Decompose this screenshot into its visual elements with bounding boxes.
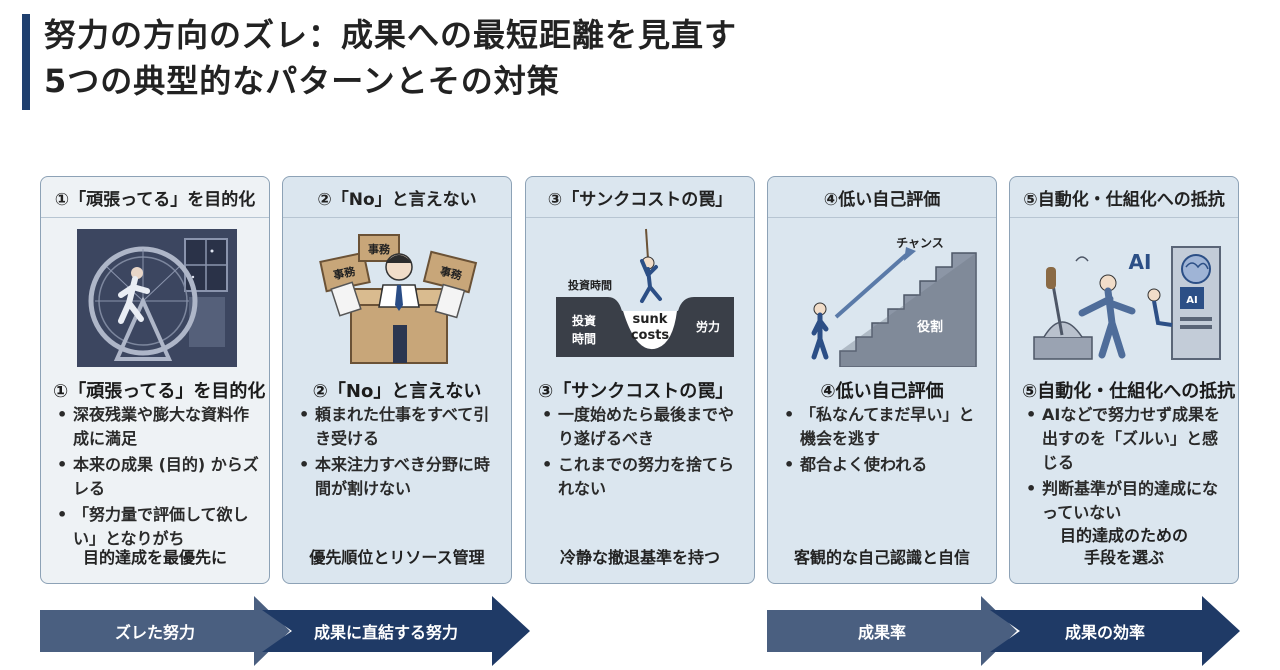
box-label: 事務 bbox=[368, 242, 391, 256]
card-bullets: AIなどで努力せず成果を出すのを「ズルい」と感じる 判断基準が目的達成になってい… bbox=[1024, 403, 1232, 527]
card-bullets: 深夜残業や膨大な資料作成に満足 本来の成果 (目的) からズレる 「努力量で評価… bbox=[55, 403, 263, 553]
card-header: ④低い自己評価 bbox=[768, 177, 996, 218]
pattern-card-2: ②「No」と言えない 事務 事務 事務 ②「No」と言えない 頼まれた仕事をすべ… bbox=[282, 176, 512, 584]
arrow-label: 成果に直結する努力 bbox=[313, 623, 458, 642]
ai-label: AI bbox=[1186, 295, 1197, 306]
pattern-card-4: ④低い自己評価 チャンス 役割 ④低い自己評価 「私なんてまだ早い」と機会を逃す… bbox=[767, 176, 997, 584]
pit-label: 労力 bbox=[696, 319, 720, 334]
pattern-card-3: ③「サンクコストの罠」 投資時間 投資 時間 sunk costs 労力 ③「サ… bbox=[525, 176, 755, 584]
pit-label: 時間 bbox=[572, 331, 596, 346]
card-subtitle: ⑤自動化・仕組化への抵抗 bbox=[1022, 381, 1236, 402]
pit-label: 投資 bbox=[572, 313, 596, 328]
card-subtitle: ①「頑張ってる」を目的化 bbox=[53, 381, 266, 402]
solution-line-1: 目的達成のための bbox=[1059, 526, 1188, 545]
solution-line-2: 手段を選ぶ bbox=[1083, 548, 1164, 567]
overloaded-worker-illustration: 事務 事務 事務 bbox=[295, 227, 499, 367]
bullet-item: 一度始めたら最後までやり遂げるべき bbox=[540, 403, 748, 451]
bullet-item: 頼まれた仕事をすべて引き受ける bbox=[297, 403, 505, 451]
card-subtitle: ②「No」と言えない bbox=[312, 381, 482, 402]
arrow-efficiency: 成果の効率 bbox=[990, 596, 1240, 666]
bullet-item: 深夜残業や膨大な資料作成に満足 bbox=[55, 403, 263, 451]
title-line-2: 5つの典型的なパターンとその対策 bbox=[44, 62, 560, 100]
card-header: ③「サンクコストの罠」 bbox=[526, 177, 754, 218]
bullet-item: 「私なんてまだ早い」と機会を逃す bbox=[782, 403, 990, 451]
pit-label: 投資時間 bbox=[568, 278, 612, 292]
card-bullets: 一度始めたら最後までやり遂げるべき これまでの努力を捨てられない bbox=[540, 403, 748, 503]
card-bullets: 「私なんてまだ早い」と機会を逃す 都合よく使われる bbox=[782, 403, 990, 479]
box-label: 事務 bbox=[439, 264, 465, 283]
card-solution: 目的達成のための 手段を選ぶ bbox=[1016, 525, 1232, 569]
arrow-success-rate: 成果率 bbox=[767, 596, 1017, 666]
bullet-item: これまでの努力を捨てられない bbox=[540, 453, 748, 501]
box-label: 事務 bbox=[332, 264, 357, 282]
arrow-result-effort: 成果に直結する努力 bbox=[262, 596, 530, 666]
title-accent-bar bbox=[22, 14, 30, 110]
pit-label: sunk bbox=[633, 312, 668, 327]
sunk-cost-pit-illustration: 投資時間 投資 時間 sunk costs 労力 bbox=[538, 227, 742, 367]
card-bullets: 頼まれた仕事をすべて引き受ける 本来注力すべき分野に時間が割けない bbox=[297, 403, 505, 503]
card-subtitle: ④低い自己評価 bbox=[820, 381, 944, 402]
staircase-illustration: チャンス 役割 bbox=[780, 227, 984, 368]
pattern-card-1: ①「頑張ってる」を目的化 ①「頑張ってる」を目的化 深夜残業や膨大な資料作成に満… bbox=[40, 176, 270, 584]
pit-label: costs bbox=[631, 328, 670, 343]
bullet-item: 本来の成果 (目的) からズレる bbox=[55, 453, 263, 501]
card-subtitle: ③「サンクコストの罠」 bbox=[538, 381, 734, 402]
card-header: ①「頑張ってる」を目的化 bbox=[41, 177, 269, 218]
arrow-label: 成果の効率 bbox=[1064, 623, 1145, 642]
bullet-item: 都合よく使われる bbox=[782, 453, 990, 477]
bullet-item: 判断基準が目的達成になっていない bbox=[1024, 477, 1232, 525]
arrow-label: ズレた努力 bbox=[114, 623, 195, 642]
card-header: ②「No」と言えない bbox=[283, 177, 511, 218]
stair-label: チャンス bbox=[896, 236, 944, 250]
bullet-item: 本来注力すべき分野に時間が割けない bbox=[297, 453, 505, 501]
title-line-1: 努力の方向のズレ：成果への最短距離を見直す bbox=[44, 16, 738, 54]
hamster-wheel-illustration bbox=[77, 229, 237, 367]
stair-label: 役割 bbox=[917, 319, 943, 335]
automation-resistance-illustration: AI AI bbox=[1022, 227, 1226, 367]
page-title: 努力の方向のズレ：成果への最短距離を見直す 5つの典型的なパターンとその対策 bbox=[44, 12, 737, 104]
arrow-misaligned-effort: ズレた努力 bbox=[40, 596, 290, 666]
card-solution: 目的達成を最優先に bbox=[82, 548, 227, 567]
ai-label: AI bbox=[1129, 250, 1152, 274]
pattern-card-5: ⑤自動化・仕組化への抵抗 AI AI ⑤自動化・仕組化への抵抗 AIなどで努力せ… bbox=[1009, 176, 1239, 584]
card-solution: 優先順位とリソース管理 bbox=[309, 548, 485, 567]
card-solution: 客観的な自己認識と自信 bbox=[793, 548, 970, 567]
card-header: ⑤自動化・仕組化への抵抗 bbox=[1010, 177, 1238, 218]
bullet-item: 「努力量で評価して欲しい」となりがち bbox=[55, 503, 263, 551]
card-solution: 冷静な撤退基準を持つ bbox=[559, 548, 720, 567]
arrow-label: 成果率 bbox=[857, 623, 906, 642]
bullet-item: AIなどで努力せず成果を出すのを「ズルい」と感じる bbox=[1024, 403, 1232, 475]
